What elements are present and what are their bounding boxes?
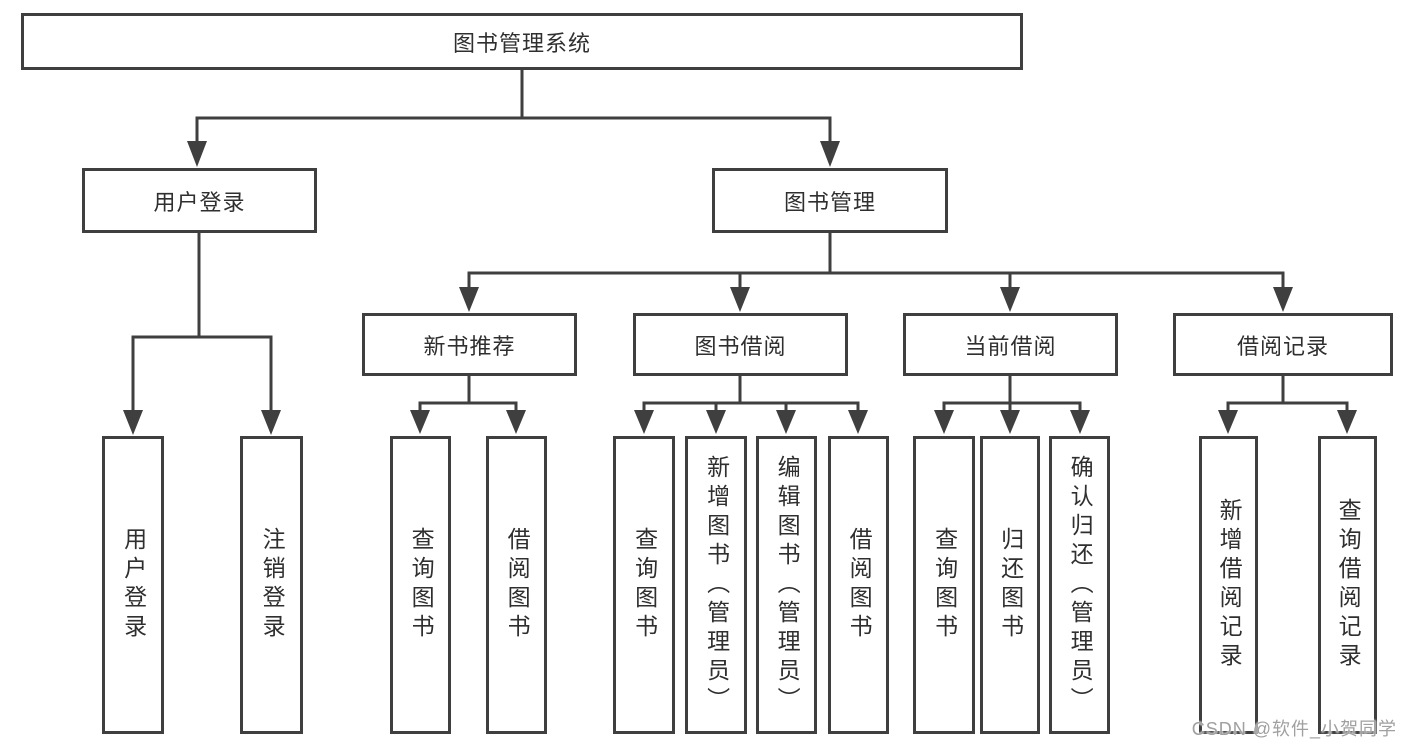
node-label: 归还图书 [997,527,1024,643]
node-add-book-admin: 新增图书（管理员） [685,436,747,734]
node-label: 查询借阅记录 [1335,498,1362,672]
node-return-books: 归还图书 [980,436,1040,734]
node-user-login-leaf: 用户登录 [102,436,164,734]
node-label: 查询图书 [631,527,658,643]
node-query-books-borrowing: 查询图书 [613,436,675,734]
node-label: 编辑图书（管理员） [774,454,801,716]
node-book-management: 图书管理 [712,168,948,233]
node-logout-leaf: 注销登录 [240,436,303,734]
node-confirm-return-admin: 确认归还（管理员） [1049,436,1110,734]
node-label: 当前借阅 [964,333,1057,359]
node-label: 图书借阅 [694,333,787,359]
node-label: 注销登录 [259,527,286,643]
node-edit-book-admin: 编辑图书（管理员） [756,436,817,734]
node-label: 用户登录 [120,527,147,643]
node-new-book-recommendation: 新书推荐 [362,313,577,376]
node-borrowing-records: 借阅记录 [1173,313,1393,376]
node-borrow-books-leaf: 借阅图书 [828,436,889,734]
csdn-watermark: CSDN @软件_小贺同学 [1191,719,1397,739]
node-current-borrowing: 当前借阅 [903,313,1118,376]
node-label: 查询图书 [408,527,435,643]
node-label: 新书推荐 [423,333,516,359]
node-label: 借阅图书 [846,527,873,643]
node-label: 新增借阅记录 [1216,498,1243,672]
node-label: 用户登录 [153,189,246,215]
node-add-borrow-record: 新增借阅记录 [1199,436,1258,734]
node-label: 确认归还（管理员） [1067,454,1094,716]
node-label: 借阅记录 [1236,333,1329,359]
node-label: 借阅图书 [504,527,531,643]
node-query-borrow-record: 查询借阅记录 [1318,436,1377,734]
node-book-borrowing: 图书借阅 [633,313,848,376]
node-user-login: 用户登录 [82,168,317,233]
node-label: 新增图书（管理员） [703,454,730,716]
node-label: 查询图书 [931,527,958,643]
node-query-books-recommend: 查询图书 [390,436,451,734]
node-borrow-books-recommend: 借阅图书 [486,436,547,734]
node-query-books-current: 查询图书 [913,436,975,734]
node-library-management-system: 图书管理系统 [21,13,1023,70]
node-label: 图书管理 [783,189,876,215]
node-label: 图书管理系统 [452,30,591,56]
